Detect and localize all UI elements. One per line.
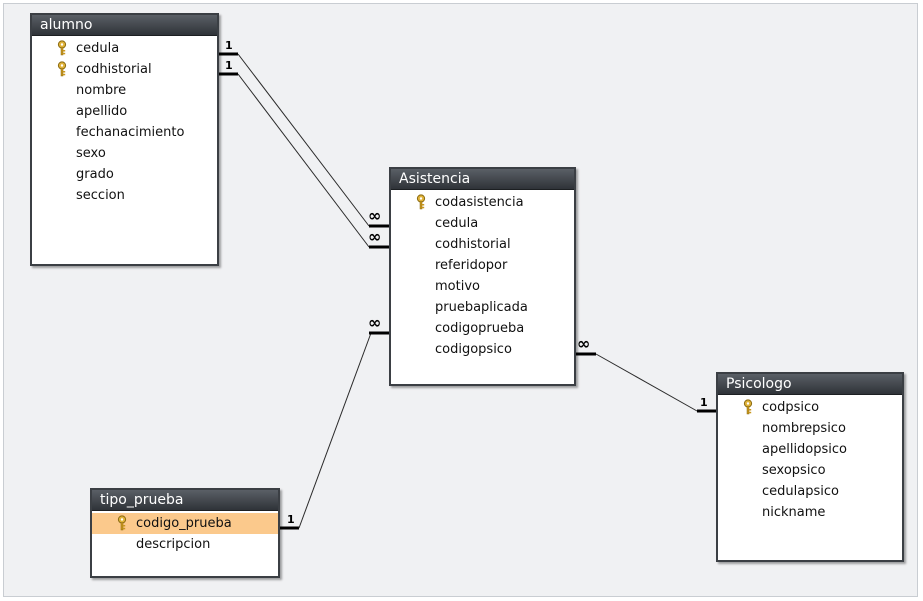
field-name: pruebaplicada [435, 300, 528, 315]
field-row[interactable]: codigopsico [391, 339, 574, 360]
field-name: apellido [76, 104, 128, 119]
table-alumno[interactable]: alumno cedula codhistorial nombre apellido f… [30, 13, 219, 266]
field-list: codigo_prueba descripcion [92, 511, 278, 555]
primary-key-icon [57, 61, 67, 77]
table-title[interactable]: alumno [32, 15, 217, 36]
field-row[interactable]: cedulapsico [718, 481, 902, 502]
field-row[interactable]: cedula [391, 213, 574, 234]
field-name: fechanacimiento [76, 125, 185, 140]
field-name: codhistorial [435, 237, 511, 252]
field-row[interactable]: codhistorial [391, 234, 574, 255]
field-row[interactable]: referidopor [391, 255, 574, 276]
field-name: codigoprueba [435, 321, 525, 336]
field-row[interactable]: seccion [32, 185, 217, 206]
field-row[interactable]: sexo [32, 143, 217, 164]
field-row[interactable]: motivo [391, 276, 574, 297]
field-row[interactable]: codpsico [718, 397, 902, 418]
primary-key-icon [117, 515, 127, 531]
field-name: nombrepsico [762, 421, 846, 436]
field-name: grado [76, 167, 114, 182]
field-row[interactable]: descripcion [92, 534, 278, 555]
field-row[interactable]: apellidopsico [718, 439, 902, 460]
field-row[interactable]: pruebaplicada [391, 297, 574, 318]
field-name: codasistencia [435, 195, 524, 210]
field-name: codpsico [762, 400, 820, 415]
field-name: cedula [435, 216, 479, 231]
field-row[interactable]: nombre [32, 80, 217, 101]
table-title[interactable]: Psicologo [718, 374, 902, 395]
field-name: nickname [762, 505, 826, 520]
field-name: referidopor [435, 258, 508, 273]
field-row[interactable]: codigo_prueba [92, 513, 278, 534]
field-name: apellidopsico [762, 442, 847, 457]
field-name: cedula [76, 41, 120, 56]
field-row[interactable]: codigoprueba [391, 318, 574, 339]
table-tipo-prueba[interactable]: tipo_prueba codigo_prueba descripcion [90, 488, 280, 578]
field-row[interactable]: apellido [32, 101, 217, 122]
field-name: cedulapsico [762, 484, 839, 499]
primary-key-icon [743, 399, 753, 415]
field-name: motivo [435, 279, 480, 294]
field-name: descripcion [136, 537, 211, 552]
field-name: codigopsico [435, 342, 512, 357]
field-row[interactable]: codhistorial [32, 59, 217, 80]
field-row[interactable]: codasistencia [391, 192, 574, 213]
table-title[interactable]: tipo_prueba [92, 490, 278, 511]
field-row[interactable]: sexopsico [718, 460, 902, 481]
table-psicologo[interactable]: Psicologo codpsico nombrepsico apellidopsi… [716, 372, 904, 562]
field-name: nombre [76, 83, 127, 98]
primary-key-icon [416, 194, 426, 210]
field-name: sexopsico [762, 463, 826, 478]
field-row[interactable]: nickname [718, 502, 902, 523]
field-name: codhistorial [76, 62, 152, 77]
field-list: codasistencia cedula codhistorial referidop… [391, 190, 574, 360]
field-row[interactable]: grado [32, 164, 217, 185]
field-row[interactable]: cedula [32, 38, 217, 59]
field-row[interactable]: fechanacimiento [32, 122, 217, 143]
table-title[interactable]: Asistencia [391, 169, 574, 190]
primary-key-icon [57, 40, 67, 56]
field-list: cedula codhistorial nombre apellido fechanac… [32, 36, 217, 206]
field-name: codigo_prueba [136, 516, 232, 531]
field-list: codpsico nombrepsico apellidopsico sexopsic… [718, 395, 902, 523]
table-asistencia[interactable]: Asistencia codasistencia cedula codhistori… [389, 167, 576, 386]
field-name: seccion [76, 188, 125, 203]
field-row[interactable]: nombrepsico [718, 418, 902, 439]
field-name: sexo [76, 146, 106, 161]
